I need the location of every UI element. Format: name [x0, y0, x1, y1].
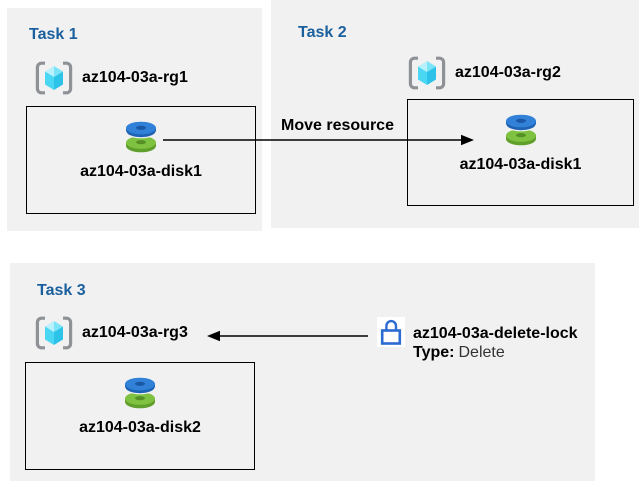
resource-group-name: az104-03a-rg1: [82, 69, 188, 86]
resource-group-icon: [34, 316, 74, 350]
task1-resource-box: az104-03a-disk1: [26, 106, 256, 214]
task2-resource-group: az104-03a-rg2: [407, 56, 561, 90]
disk-icon: [501, 112, 541, 148]
resource-group-name: az104-03a-rg2: [455, 64, 561, 81]
task1-resource-group: az104-03a-rg1: [34, 61, 188, 95]
task3-panel: Task 3 az104-03a-rg3 az104-03a-disk2: [10, 263, 595, 481]
task3-title: Task 3: [37, 282, 86, 300]
task2-panel: Task 2 az104-03a-rg2 az104-03a-disk1: [271, 0, 639, 228]
disk-icon: [121, 119, 161, 155]
task1-panel: Task 1 az104-03a-rg1 az104-03a-disk1: [7, 8, 262, 231]
task2-title: Task 2: [298, 24, 347, 42]
lock-name: az104-03a-delete-lock: [413, 325, 578, 342]
disk-icon: [120, 375, 160, 411]
lock-icon: [377, 317, 405, 347]
disk-name: az104-03a-disk2: [79, 419, 201, 436]
resource-group-icon: [407, 56, 447, 90]
lock-type-value: Delete: [458, 344, 505, 361]
task3-resource-box: az104-03a-disk2: [25, 362, 255, 470]
task2-resource-box: az104-03a-disk1: [407, 99, 634, 206]
disk-name: az104-03a-disk1: [459, 156, 582, 173]
lock-type-label: Type:: [413, 344, 455, 361]
lock-annotation: az104-03a-delete-lock Type:Delete: [413, 325, 578, 362]
resource-group-name: az104-03a-rg3: [82, 324, 188, 341]
move-resource-label: Move resource: [281, 117, 394, 134]
disk-name: az104-03a-disk1: [80, 163, 202, 180]
task1-title: Task 1: [29, 26, 78, 44]
lock-type: Type:Delete: [413, 344, 578, 362]
resource-group-icon: [34, 61, 74, 95]
task3-resource-group: az104-03a-rg3: [34, 316, 188, 350]
